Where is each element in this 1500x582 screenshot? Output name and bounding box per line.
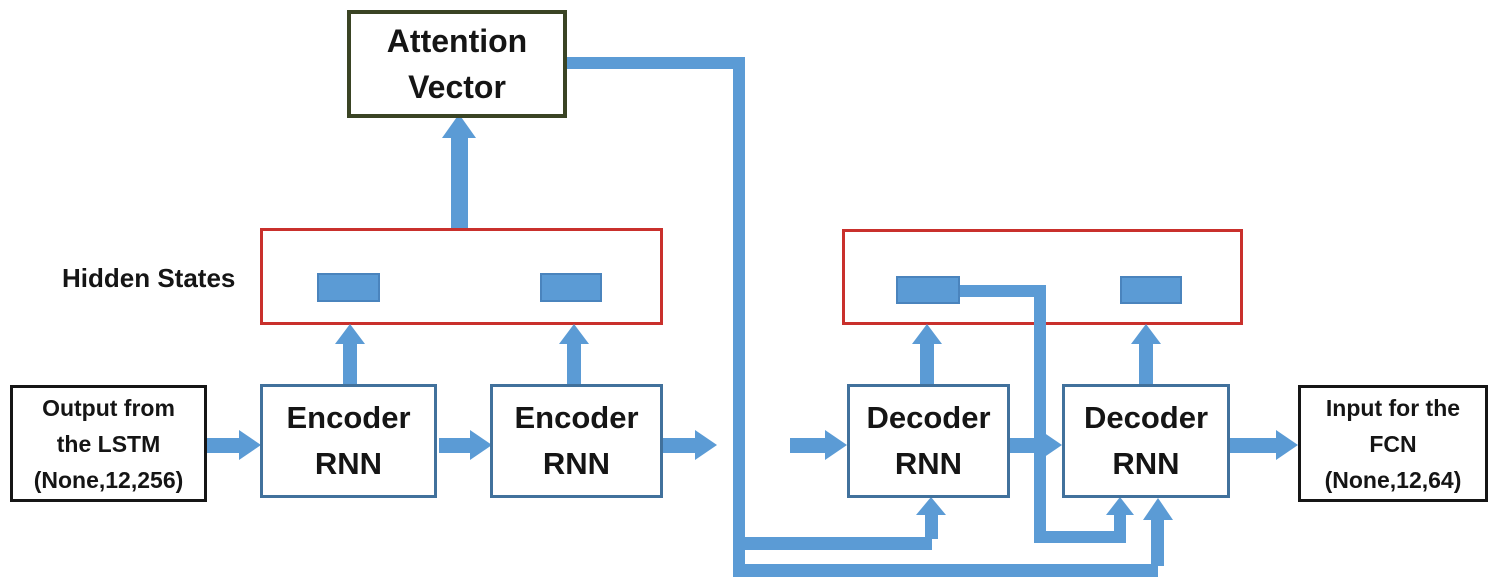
attention-vector-label-line1: Attention [386,23,528,59]
context-branch-to-decoder1-line [733,537,932,550]
attention-vector-label-line2: Vector [408,69,506,105]
lstm-output-label-line3: (None,12,256) [33,466,184,493]
arrow-states-to-attention-shaft [451,137,468,228]
decoder-rnn-1-label-line1: Decoder [866,400,991,435]
arrow-lstm-to-encoder1-shaft [206,438,241,453]
decoder-rnn-1-box: Decoder RNN [847,384,1010,498]
arrow-encoder1-to-encoder2-head-icon [470,430,492,460]
fcn-input-label-line1: Input for the [1325,394,1461,421]
arrow-encoder1-to-encoder2-shaft [439,438,472,453]
arrow-decoder1-to-decoder2-shaft [1010,438,1042,453]
decoder-hidden-state-cell-2 [1120,276,1182,304]
hidden-states-label: Hidden States [62,263,236,293]
attention-output-line-horizontal [567,57,745,69]
hidden-state-link-vertical [1034,285,1046,532]
arrow-decoder1-to-decoder2-head-icon [1040,430,1062,460]
decoder-rnn-2-label-line1: Decoder [1083,400,1209,435]
hidden-state-link-bottom-horizontal [1034,531,1126,543]
arrow-lstm-to-encoder1-head-icon [239,430,261,460]
attention-output-line-vertical [733,57,745,576]
encoder-rnn-1-label-line2: RNN [314,446,383,481]
arrow-hiddenlink-to-decoder2-head-icon [1106,497,1134,515]
arrow-encoder2-out-head-icon [695,430,717,460]
decoder-hidden-state-cell-1 [896,276,960,304]
arrow-decoder1-to-states-head-icon [912,324,942,344]
arrow-decoder2-to-states-shaft [1139,342,1153,384]
arrow-states-to-attention-head-icon [442,114,476,138]
decoder-rnn-2-box: Decoder RNN [1062,384,1230,498]
arrow-encoder2-out-shaft [663,438,697,453]
arrow-decoder1-to-states-shaft [920,342,934,384]
hidden-state-link-horizontal [956,285,1046,297]
arrow-into-decoder1-head-icon [825,430,847,460]
attention-vector-box: Attention Vector [347,10,567,118]
arrow-decoder2-to-states-head-icon [1131,324,1161,344]
decoder-rnn-2-label-line2: RNN [1112,446,1180,481]
encoder-rnn-2-box: Encoder RNN [490,384,663,498]
lstm-output-box: Output from the LSTM (None,12,256) [10,385,207,502]
encoder-hidden-state-cell-1 [317,273,380,302]
arrow-encoder2-to-states-shaft [567,342,581,384]
arrow-into-decoder1-shaft [790,438,827,453]
lstm-output-label-line1: Output from [42,394,175,421]
arrow-decoder2-to-fcn-shaft [1230,438,1278,453]
arrow-decoder2-to-fcn-head-icon [1276,430,1298,460]
encoder-rnn-1-label-line1: Encoder [286,400,411,435]
context-right-riser-line [1151,519,1164,566]
encoder-hidden-states-frame [260,228,663,325]
arrow-encoder2-to-states-head-icon [559,324,589,344]
arrow-encoder1-to-states-head-icon [335,324,365,344]
arrow-context-to-decoder2-head-icon [1143,498,1173,520]
fcn-input-label-line3: (None,12,64) [1324,466,1462,493]
context-bottom-line [733,564,1158,577]
encoder-hidden-state-cell-2 [540,273,602,302]
lstm-output-label-line2: the LSTM [56,430,161,457]
arrow-context-to-decoder1-head-icon [916,497,946,515]
arrow-encoder1-to-states-shaft [343,342,357,384]
arrow-hiddenlink-to-decoder2-shaft [1114,513,1126,543]
fcn-input-label-line2: FCN [1369,430,1417,457]
encoder-rnn-1-box: Encoder RNN [260,384,437,498]
encoder-rnn-2-label-line1: Encoder [514,400,639,435]
fcn-input-box: Input for the FCN (None,12,64) [1298,385,1488,502]
encoder-rnn-2-label-line2: RNN [542,446,611,481]
arrow-context-to-decoder1-shaft [925,513,938,539]
decoder-rnn-1-label-line2: RNN [894,446,963,481]
